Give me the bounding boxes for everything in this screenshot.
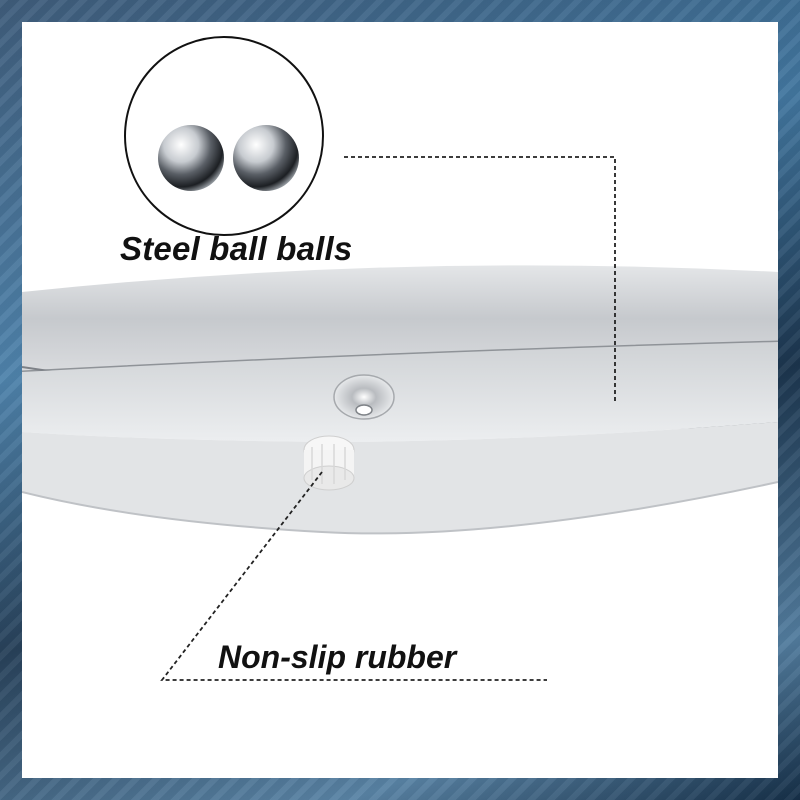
- rubber-label: Non-slip rubber: [218, 639, 457, 675]
- steel-ball-left-icon: [158, 125, 224, 191]
- steel-balls-label: Steel ball balls: [120, 230, 353, 267]
- rubber-foot: [303, 435, 355, 491]
- steel-ball-right-icon: [233, 125, 299, 191]
- product-image-panel: Steel ball balls Non-slip rubber: [22, 22, 778, 778]
- lower-ring-band: [22, 342, 778, 442]
- steel-balls-callout-line: [344, 156, 616, 402]
- screw-hole: [333, 374, 395, 420]
- screw-hole-center: [355, 404, 373, 416]
- inset-circle: [124, 36, 324, 236]
- upper-ring-band: [22, 265, 778, 372]
- lower-ring-bottom-edge: [22, 481, 778, 535]
- lower-ring-body: [22, 422, 778, 534]
- rubber-callout-line: [160, 471, 547, 681]
- turntable-scene: [22, 36, 778, 681]
